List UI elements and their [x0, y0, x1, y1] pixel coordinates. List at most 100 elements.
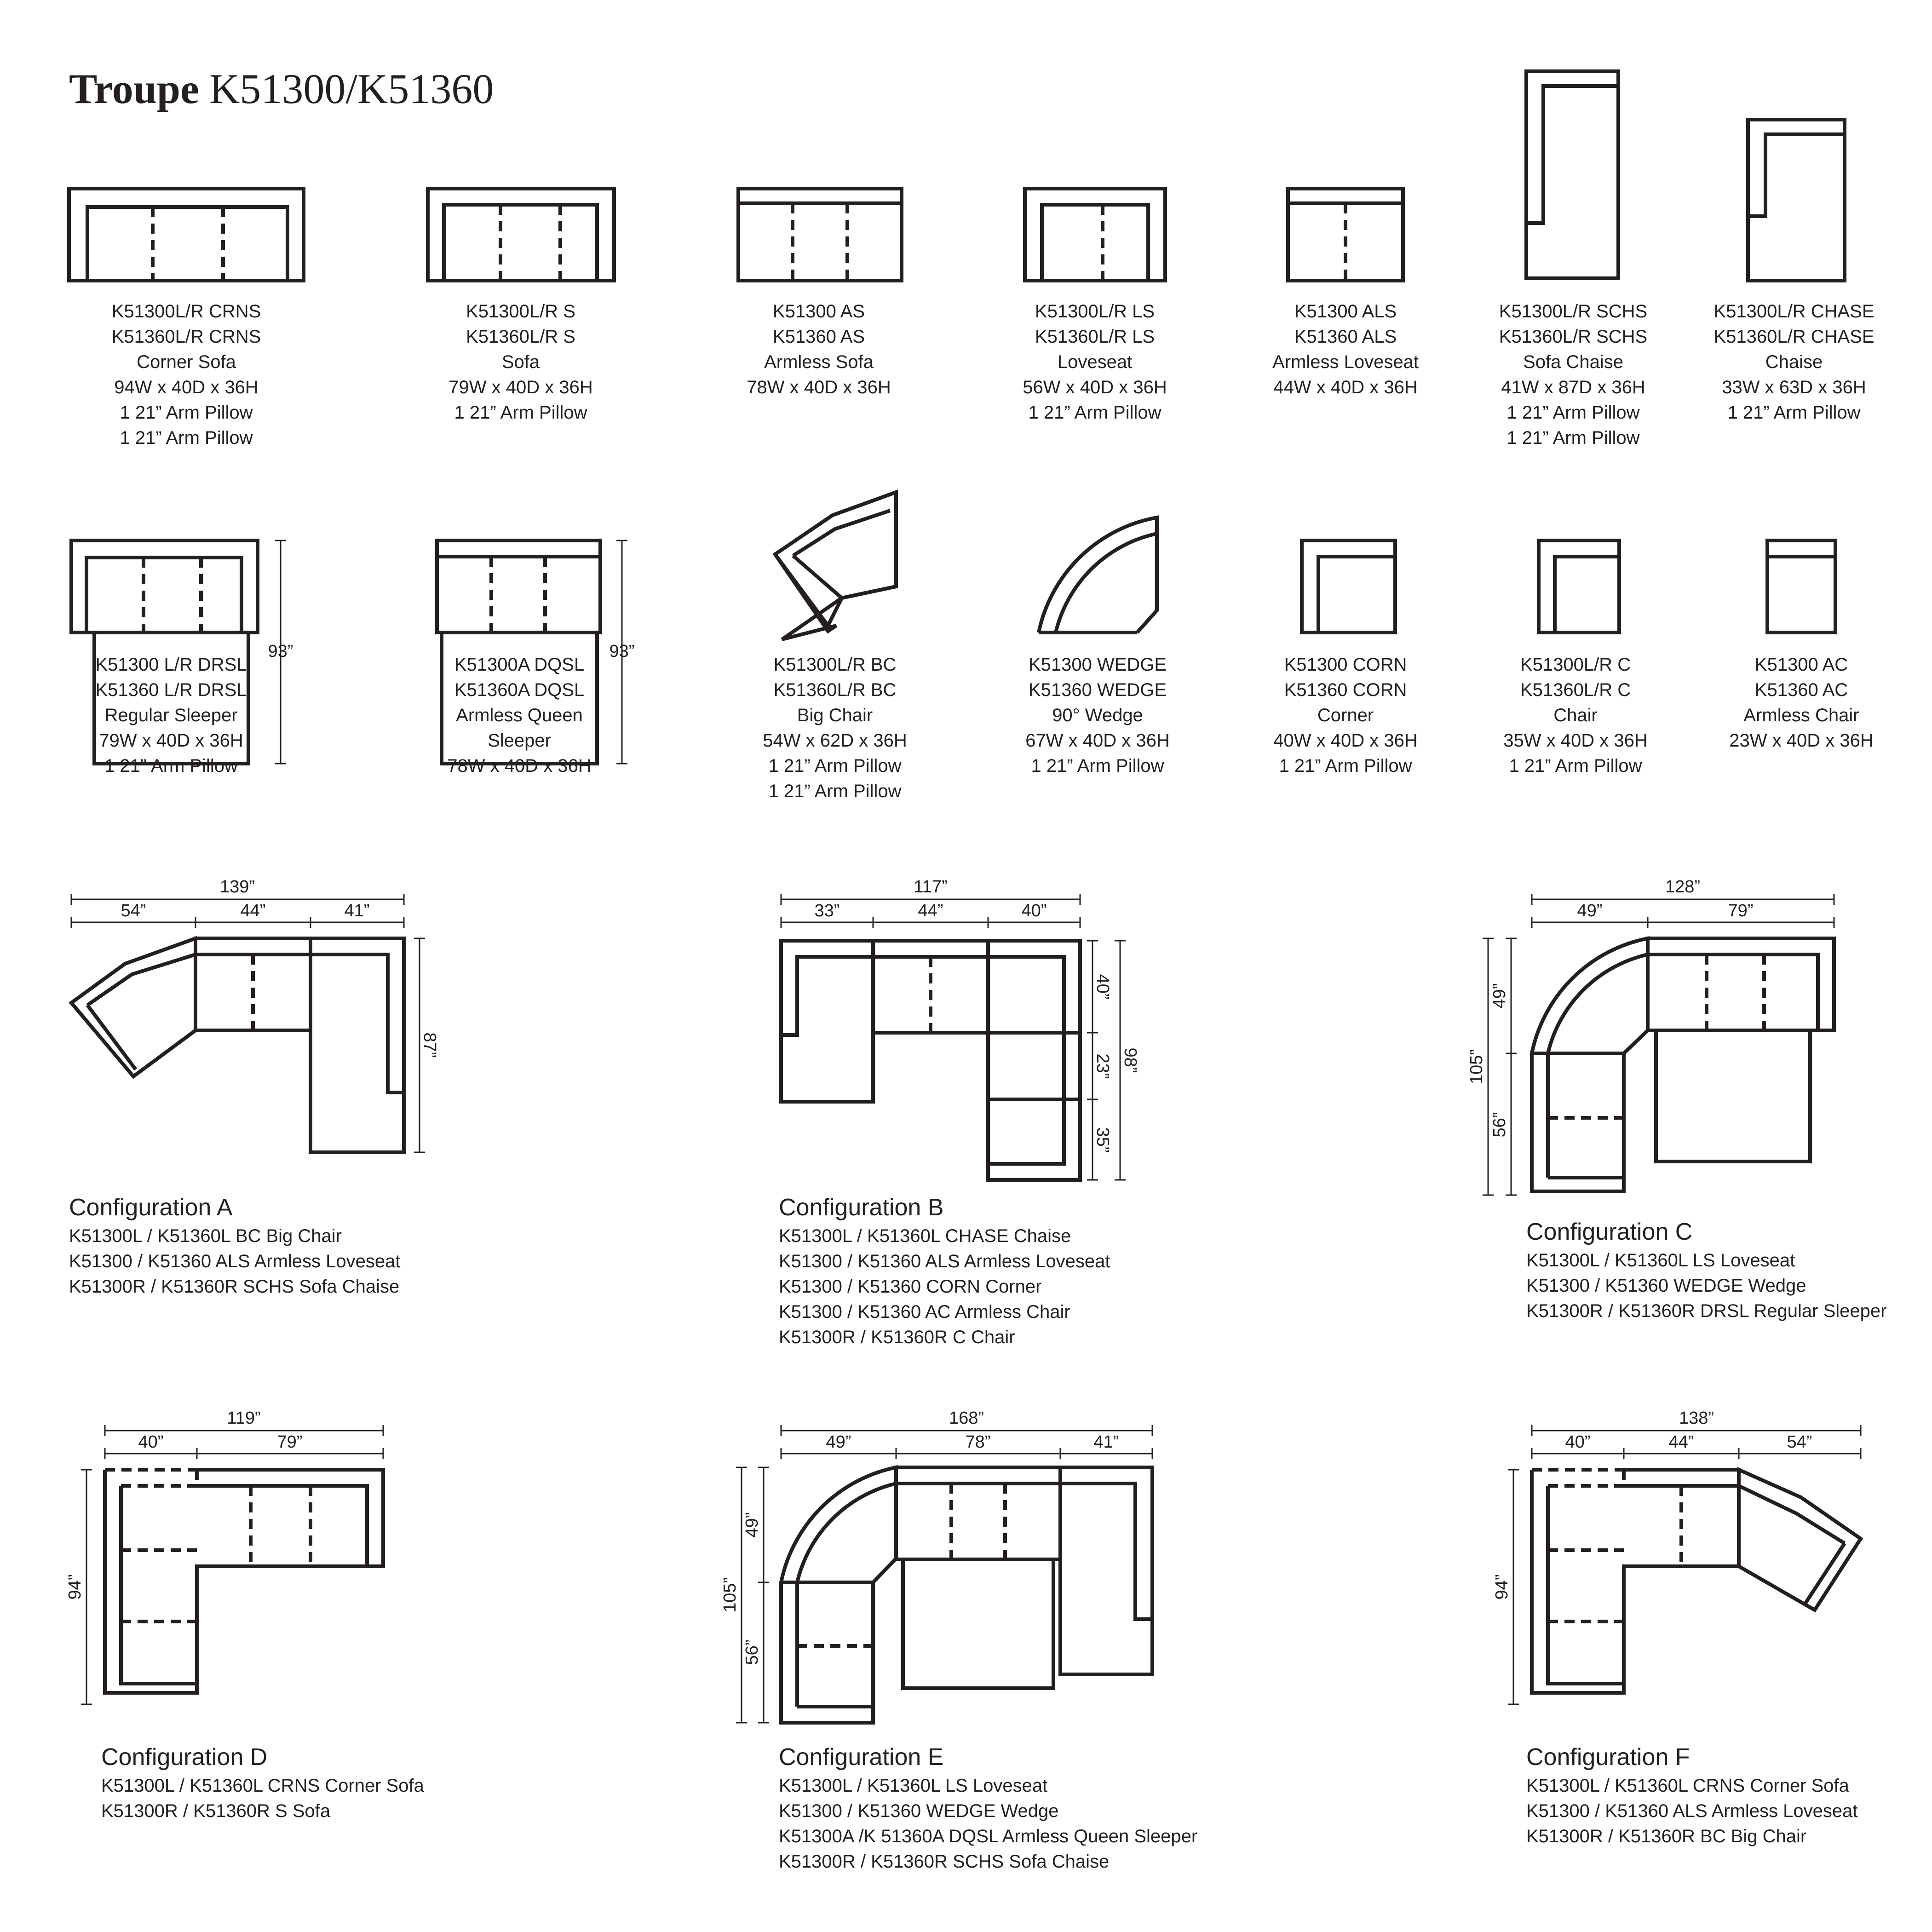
label-dqsl: K51300A DQSL K51360A DQSL Armless Queen … [391, 652, 648, 779]
label-line: 78W x 40D x 36H [447, 756, 592, 776]
label-line: Armless Chair [1743, 705, 1859, 725]
label-line: 1 21” Arm Pillow [454, 402, 587, 423]
configuration-c-caption: Configuration C K51300L / K51360L LS Lov… [1526, 1216, 1886, 1324]
dim-b-seg-1: 33” [815, 901, 840, 920]
label-ac: K51300 AC K51360 AC Armless Chair 23W x … [1673, 652, 1930, 753]
label-line: Armless Sofa [764, 352, 874, 372]
dim-b-side-3: 35” [1093, 1127, 1112, 1153]
configuration-title: Configuration E [779, 1744, 944, 1771]
diagram-wedge [1037, 515, 1159, 634]
label-line: K51300 ALS [1294, 301, 1397, 322]
label-line: 1 21" Arm Pillow [104, 756, 238, 776]
label-bc: K51300L/R BC K51360L/R BC Big Chair 54W … [706, 652, 964, 804]
configuration-line: K51300 / K51360 WEDGE Wedge [779, 1801, 1059, 1821]
configuration-line: K51300R / K51360R SCHS Sofa Chaise [69, 1276, 400, 1297]
diagram-as [736, 187, 903, 282]
diagram-corn [1300, 539, 1397, 634]
label-line: 1 21” Arm Pillow [120, 428, 253, 448]
configuration-line: K51300 / K51360 CORN Corner [779, 1276, 1042, 1297]
dim-a-seg-2: 44” [241, 901, 266, 920]
diagram-configuration-e [736, 1425, 1154, 1725]
configuration-title: Configuration C [1526, 1219, 1693, 1245]
label-line: 54W x 62D x 36H [763, 730, 907, 751]
model-numbers: K51300/K51360 [209, 65, 494, 112]
dim-b-seg-3: 40” [1022, 901, 1047, 920]
dim-b-total: 117” [914, 877, 947, 897]
label-line: K51360L/R LS [1035, 327, 1155, 347]
label-line: K51300L/R CRNS [111, 301, 261, 322]
configuration-line: K51300R / K51360R C Chair [779, 1327, 1015, 1347]
label-line: Loveseat [1057, 352, 1133, 372]
label-line: 1 21” Arm Pillow [1506, 402, 1640, 423]
label-line: K51360L/R BC [773, 680, 897, 700]
configuration-line: K51300L / K51360L CRNS Corner Sofa [1526, 1776, 1849, 1796]
configuration-e-caption: Configuration E K51300L / K51360L LS Lov… [779, 1741, 1197, 1874]
label-crns: K51300L/R CRNS K51360L/R CRNS Corner Sof… [58, 299, 315, 451]
dim-dqsl: 93” [610, 642, 635, 661]
label-line: K51360A DQSL [454, 680, 585, 700]
dim-e-total: 168” [949, 1409, 984, 1428]
dim-c-side-total: 105” [1467, 1049, 1486, 1084]
label-line: 41W x 87D x 36H [1501, 377, 1645, 397]
label-line: Sofa [501, 352, 540, 372]
label-line: 1 21” Arm Pillow [1506, 428, 1640, 448]
configuration-line: K51300L / K51360L LS Loveseat [779, 1776, 1048, 1796]
label-line: 40W x 40D x 36H [1273, 730, 1418, 751]
dim-b-side-1: 40” [1093, 974, 1112, 1000]
dim-b-side-2: 23” [1093, 1054, 1112, 1079]
configuration-line: K51300L / K51360L BC Big Chair [69, 1226, 342, 1246]
label-corn: K51300 CORN K51360 CORN Corner 40W x 40D… [1217, 652, 1474, 779]
diagram-als [1286, 187, 1405, 282]
label-line: Sofa Chaise [1523, 352, 1623, 372]
label-line: 1 21” Arm Pillow [768, 756, 902, 776]
label-ls: K51300L/R LS K51360L/R LS Loveseat 56W x… [966, 299, 1224, 426]
label-line: 1 21” Arm Pillow [1028, 402, 1162, 423]
label-line: K51360L/R SCHS [1499, 327, 1648, 347]
dim-a-seg-3: 41” [345, 901, 370, 920]
dim-a-side: 87” [420, 1033, 439, 1058]
label-line: K51300L/R C [1520, 655, 1631, 675]
label-line: 1 21” Arm Pillow [120, 402, 253, 423]
diagram-configuration-b [779, 894, 1126, 1182]
label-line: K51300L/R S [466, 301, 575, 322]
label-line: 33W x 63D x 36H [1722, 377, 1866, 397]
label-line: Chair [1553, 705, 1598, 725]
label-c: K51300L/R C K51360L/R C Chair 35W x 40D … [1447, 652, 1704, 779]
configuration-line: K51300 / K51360 ALS Armless Loveseat [69, 1251, 401, 1271]
configuration-d-caption: Configuration D K51300L / K51360L CRNS C… [101, 1741, 424, 1824]
diagram-configuration-c [1483, 894, 1836, 1196]
diagram-configuration-d [81, 1425, 385, 1705]
diagram-s [426, 187, 616, 282]
configuration-line: K51300R / K51360R SCHS Sofa Chaise [779, 1852, 1110, 1872]
configuration-title: Configuration D [101, 1744, 268, 1771]
label-line: 78W x 40D x 36H [747, 377, 891, 397]
dim-e-side-total: 105” [720, 1577, 740, 1612]
dim-a-seg-1: 54” [121, 901, 146, 920]
dim-b-seg-2: 44” [918, 901, 943, 920]
diagram-ls [1023, 187, 1167, 282]
diagram-crns [67, 187, 305, 282]
label-line: 67W x 40D x 36H [1025, 730, 1170, 751]
dim-f-side: 94” [1492, 1575, 1512, 1600]
label-line: 23W x 40D x 36H [1729, 730, 1874, 751]
dim-e-side-2: 56” [742, 1640, 762, 1665]
label-s: K51300L/R S K51360L/R S Sofa 79W x 40D x… [392, 299, 650, 426]
label-chase: K51300L/R CHASE K51360L/R CHASE Chaise 3… [1665, 299, 1923, 426]
label-line: K51360 WEDGE [1028, 680, 1167, 700]
configuration-line: K51300 / K51360 AC Armless Chair [779, 1302, 1070, 1322]
label-line: K51360L/R S [466, 327, 575, 347]
label-line: 44W x 40D x 36H [1273, 377, 1418, 397]
configuration-line: K51300L / K51360L CRNS Corner Sofa [101, 1776, 424, 1796]
label-line: Regular Sleeper [104, 705, 238, 725]
configuration-line: K51300R / K51360R DRSL Regular Sleeper [1526, 1301, 1887, 1321]
dim-c-seg-1: 49” [1577, 901, 1603, 920]
dim-f-seg-1: 40” [1565, 1432, 1591, 1452]
label-line: 35W x 40D x 36H [1503, 730, 1648, 751]
label-wedge: K51300 WEDGE K51360 WEDGE 90° Wedge 67W … [969, 652, 1226, 779]
label-line: 1 21” Arm Pillow [1031, 756, 1164, 776]
label-line: K51300L/R SCHS [1499, 301, 1648, 322]
configuration-line: K51300L / K51360L CHASE Chaise [779, 1226, 1071, 1246]
label-line: K51300L/R LS [1035, 301, 1155, 322]
